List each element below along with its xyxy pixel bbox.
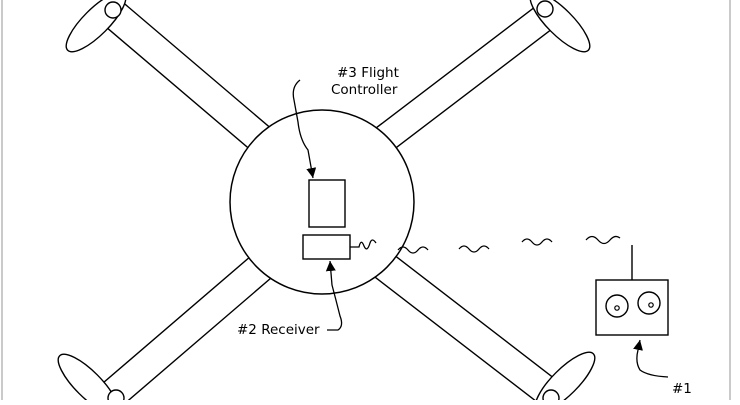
receiver-box <box>302 234 351 260</box>
right-stick <box>637 291 661 315</box>
propeller-top-right <box>529 0 591 53</box>
receiver-label: #2 Receiver <box>237 322 320 338</box>
receiver-leader <box>325 260 343 331</box>
flight-controller-label-line2: Controller <box>331 82 398 98</box>
page-frame <box>1 0 731 400</box>
arm-bottom-right <box>365 250 561 403</box>
propeller-top-left <box>65 0 127 53</box>
arm-top-left <box>100 1 279 156</box>
transmitter <box>595 245 669 336</box>
transmitter-leader <box>633 339 669 378</box>
radio-signal-waves <box>397 235 621 254</box>
flight-controller-leader <box>292 79 317 179</box>
flight-controller-label-line1: #3 Flight <box>337 65 399 81</box>
flight-controller-box <box>308 179 346 228</box>
transmitter-label-line1: #1 <box>672 381 692 397</box>
receiver-antenna <box>350 239 377 250</box>
